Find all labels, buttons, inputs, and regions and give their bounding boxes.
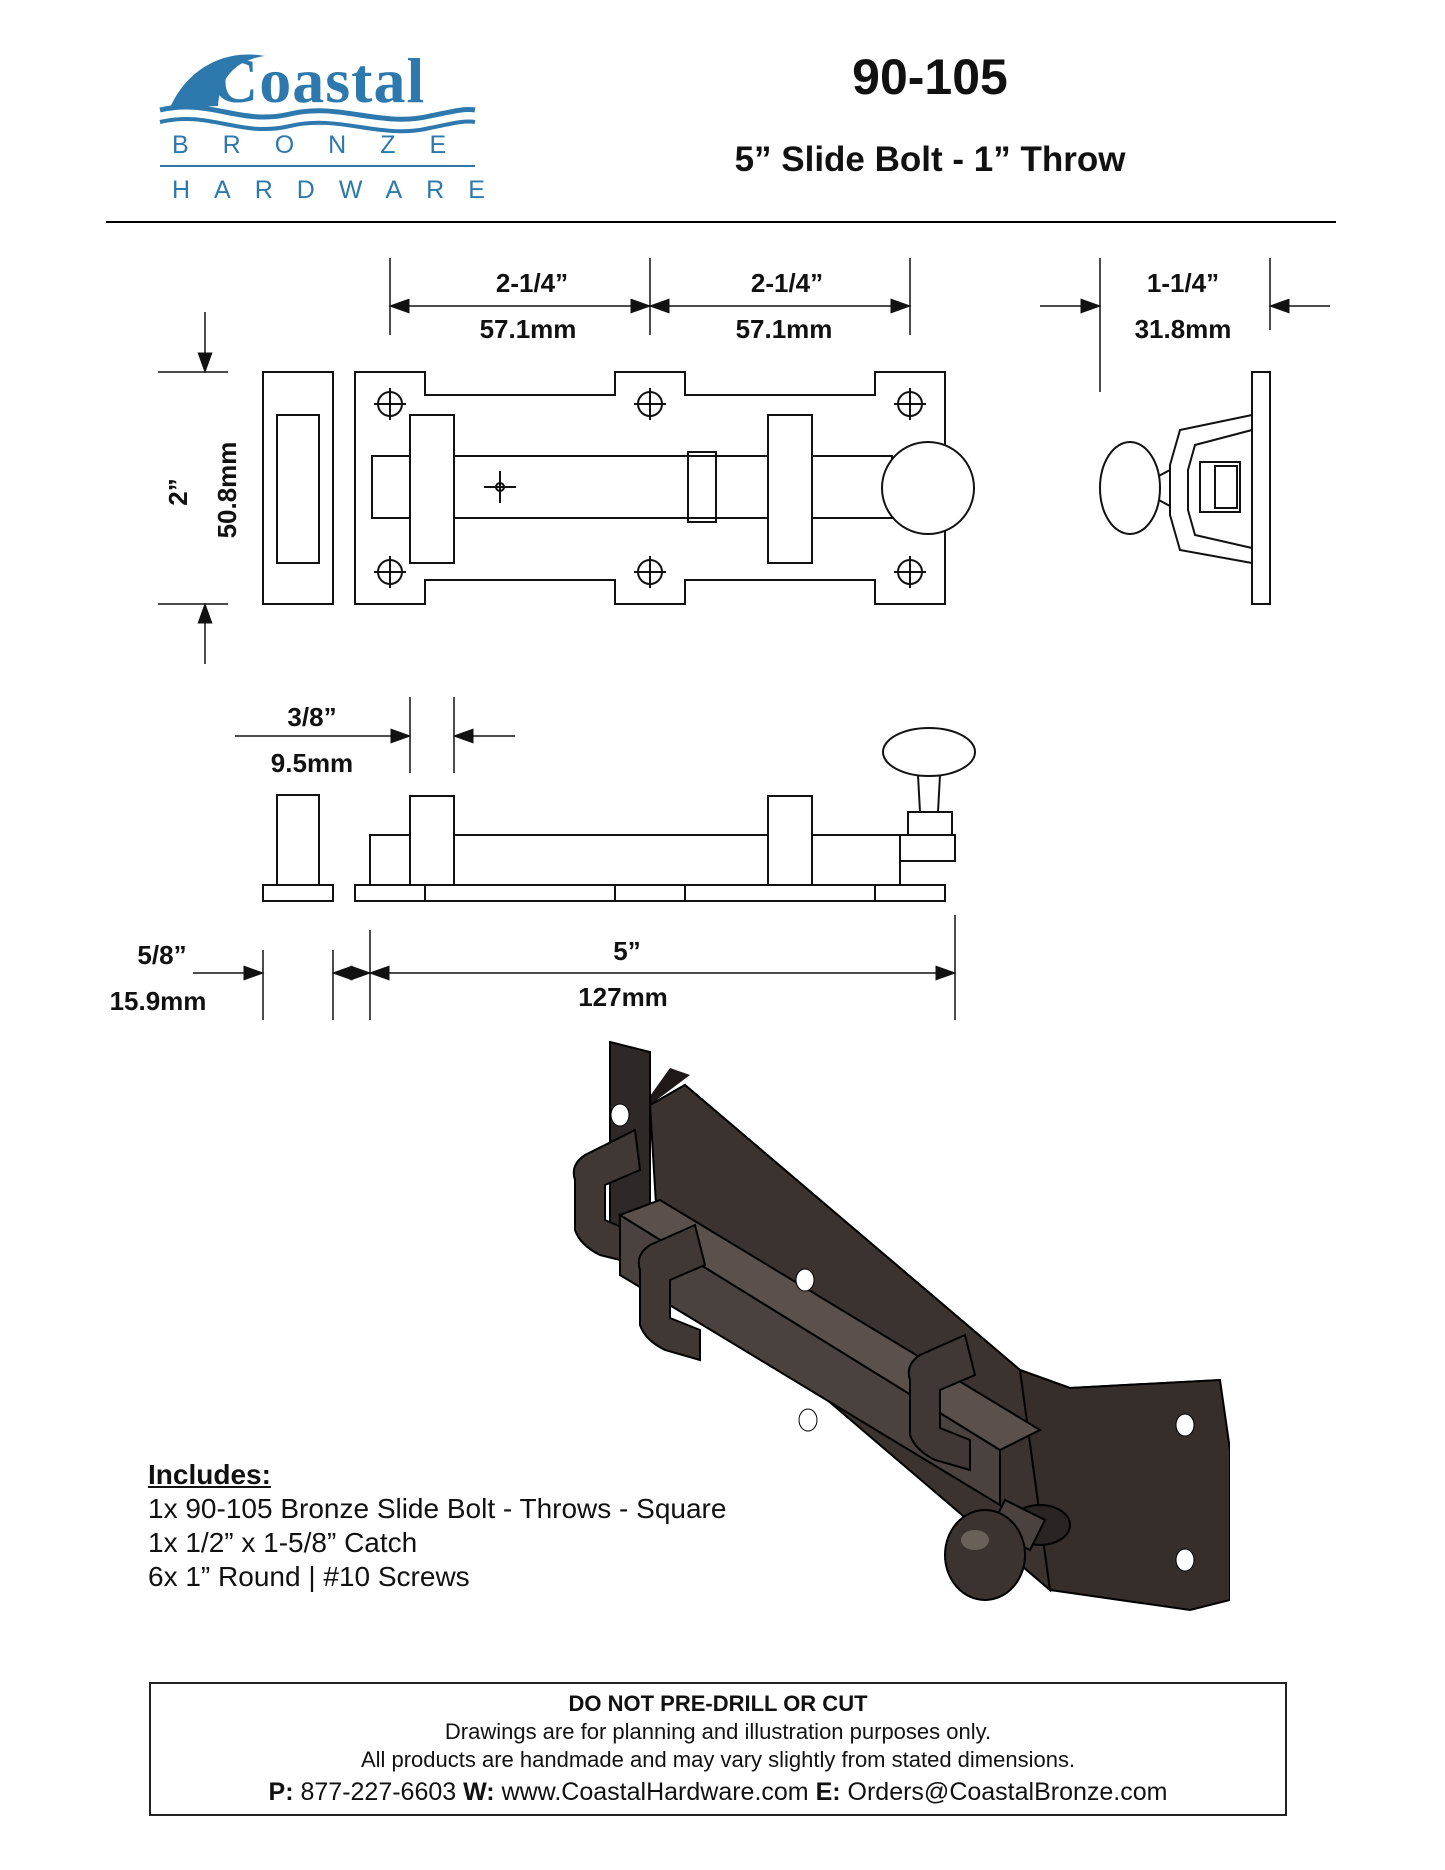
disclaimer-box: DO NOT PRE-DRILL OR CUT Drawings are for…: [149, 1682, 1287, 1816]
side-view: [1099, 371, 1271, 605]
dim-catch-mm: 15.9mm: [110, 986, 207, 1016]
slide-bolt-product-image: [572, 1040, 1230, 1612]
email-link[interactable]: Orders@CoastalBronze.com: [847, 1778, 1168, 1806]
dim-height-mm: 50.8mm: [212, 442, 242, 539]
screw-hole-icon: [374, 388, 926, 588]
disclaimer-line-1: Drawings are for planning and illustrati…: [444, 1719, 992, 1744]
dim-thickness-in: 3/8”: [287, 702, 336, 732]
phone-label: P:: [268, 1778, 294, 1806]
dim-height-in: 2”: [163, 478, 193, 505]
logo-line-hardware: HARDWARE: [172, 176, 509, 204]
dim-length-mm: 127mm: [578, 982, 668, 1012]
profile-view: [262, 727, 976, 902]
dim-top-left-mm: 57.1mm: [480, 314, 577, 344]
disclaimer-line-2: All products are handmade and may vary s…: [360, 1747, 1076, 1772]
wave-logo-icon: [159, 54, 476, 167]
part-number: 90-105: [852, 49, 1008, 105]
front-view: [262, 371, 975, 605]
contact-line: P: 877-227-6603 W: www.CoastalHardware.c…: [151, 1778, 1285, 1806]
dim-top-right-mm: 57.1mm: [736, 314, 833, 344]
website-link[interactable]: www.CoastalHardware.com: [501, 1778, 809, 1806]
logo-line-bronze: BRONZE: [172, 131, 481, 159]
dim-catch-in: 5/8”: [137, 940, 186, 970]
web-label: W:: [463, 1778, 495, 1806]
dim-side-in: 1-1/4”: [1147, 268, 1219, 298]
logo-wordmark: Coastal: [212, 45, 426, 116]
company-logo: Coastal BRONZE HARDWARE: [150, 38, 490, 208]
dimension-lines: [158, 258, 1330, 1020]
phone-number[interactable]: 877-227-6603: [300, 1778, 457, 1806]
disclaimer-warning: DO NOT PRE-DRILL OR CUT: [568, 1691, 868, 1716]
dim-side-mm: 31.8mm: [1135, 314, 1232, 344]
list-item: 1x 1/2” x 1-5/8” Catch: [148, 1527, 418, 1558]
dim-top-left-in: 2-1/4”: [496, 268, 568, 298]
list-item: 1x 90-105 Bronze Slide Bolt - Throws - S…: [148, 1493, 727, 1524]
email-label: E:: [815, 1778, 841, 1806]
includes-list: Includes: 1x 90-105 Bronze Slide Bolt - …: [148, 1458, 848, 1594]
dim-thickness-mm: 9.5mm: [271, 748, 353, 778]
dim-length-in: 5”: [613, 936, 640, 966]
includes-title: Includes:: [148, 1459, 271, 1490]
header-divider: [106, 221, 1336, 223]
technical-drawings: 2-1/4” 57.1mm 2-1/4” 57.1mm 1-1/4” 31.8m…: [110, 258, 1330, 1020]
dim-top-right-in: 2-1/4”: [751, 268, 823, 298]
list-item: 6x 1” Round | #10 Screws: [148, 1561, 470, 1592]
product-title: 5” Slide Bolt - 1” Throw: [734, 140, 1126, 179]
